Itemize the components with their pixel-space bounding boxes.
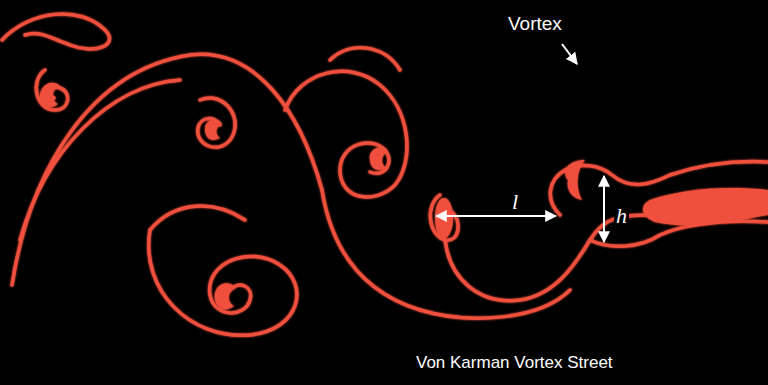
vortex-cores <box>40 83 768 310</box>
callout-label: Vortex <box>508 14 562 35</box>
length-arrow <box>436 215 556 217</box>
height-arrow <box>603 176 605 242</box>
caption: Von Karman Vortex Street <box>416 354 613 373</box>
dimension-label: l <box>510 190 520 214</box>
dye-streaks <box>2 14 768 335</box>
dimension-arrows <box>436 44 604 242</box>
pointer-arrow <box>562 44 577 64</box>
dimension-label: h <box>614 204 629 228</box>
